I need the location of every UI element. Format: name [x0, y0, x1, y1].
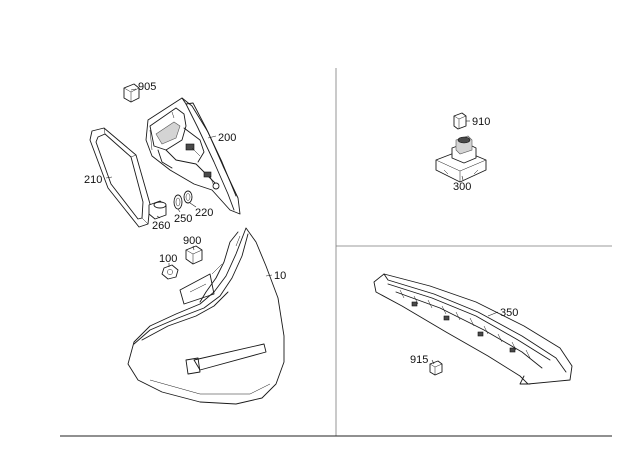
leader-905 [130, 88, 137, 91]
callout-250: 250 [174, 213, 192, 225]
clip-915-drawing [429, 360, 443, 376]
leader-220 [189, 202, 197, 208]
leader-350 [487, 311, 499, 317]
leader-900 [192, 245, 195, 251]
callout-260: 260 [152, 220, 170, 232]
callout-910: 910 [472, 116, 490, 128]
callout-100: 100 [159, 253, 177, 265]
leader-915 [431, 359, 435, 365]
nut-100-drawing [161, 264, 179, 280]
housing-200-drawing [145, 97, 241, 215]
callout-350: 350 [500, 307, 518, 319]
leader-300 [461, 175, 464, 181]
callout-905: 905 [138, 81, 156, 93]
bulb-910-drawing [453, 112, 467, 130]
callout-900: 900 [183, 235, 201, 247]
leader-210 [105, 176, 113, 179]
callout-10: 10 [274, 270, 286, 282]
leader-200 [207, 135, 217, 139]
clip-900-drawing [185, 245, 203, 265]
callout-200: 200 [218, 132, 236, 144]
lens-10-drawing [127, 227, 285, 405]
socket-260-drawing [148, 200, 167, 220]
module-300-drawing [435, 135, 487, 183]
callout-915: 915 [410, 354, 428, 366]
gasket-210-drawing [89, 127, 151, 228]
brake-light-350-drawing [373, 273, 573, 385]
leader-10 [265, 274, 273, 277]
leader-250 [177, 208, 181, 213]
callout-300: 300 [453, 181, 471, 193]
ring-250-drawing [173, 194, 183, 210]
callout-220: 220 [195, 207, 213, 219]
callout-210: 210 [84, 174, 102, 186]
leader-260 [156, 215, 161, 219]
seal-220-drawing [183, 190, 193, 204]
clip-905-drawing [123, 83, 140, 103]
